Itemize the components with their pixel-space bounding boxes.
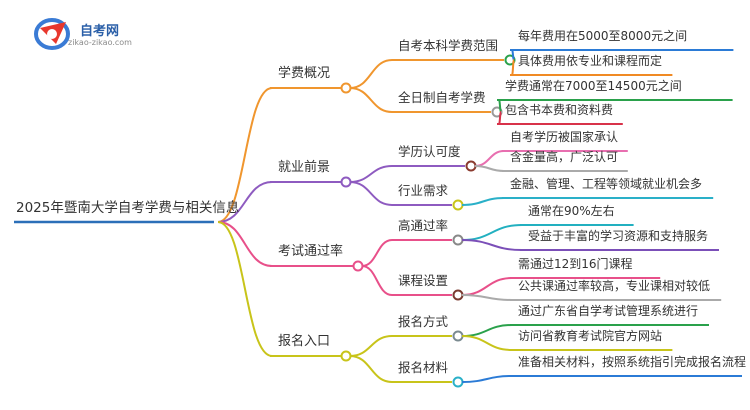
branch-connector — [217, 221, 273, 357]
leaf-connector — [461, 224, 523, 241]
subbranch-connector — [349, 355, 393, 383]
subtopic-2-2: 行业需求 — [398, 183, 449, 198]
leaf-1-1-1: 每年费用在5000至8000元之间 — [518, 29, 688, 43]
leaf-1-2-1: 学费通常在7000至14500元之间 — [505, 79, 682, 93]
branch-2-toggle[interactable] — [340, 176, 352, 188]
subtopic-4-2: 报名材料 — [398, 360, 449, 375]
leaf-2-2-1: 金融、管理、工程等领域就业机会多 — [510, 177, 703, 191]
root-topic: 2025年暨南大学自考学费与相关信息 — [16, 200, 240, 216]
branch-connector — [217, 87, 273, 223]
subtopic-3-1: 高通过率 — [398, 218, 449, 233]
subtopic-1-2-toggle[interactable] — [491, 106, 503, 118]
subbranch-connector — [349, 59, 393, 89]
subtopic-4-1-toggle[interactable] — [452, 330, 464, 342]
subbranch-connector — [349, 165, 393, 183]
subtopic-2-1: 学历认可度 — [398, 144, 461, 159]
subbranch-connector — [349, 181, 393, 206]
leaf-connector — [474, 150, 505, 167]
leaf-connector — [461, 375, 513, 383]
leaf-4-1-2: 访问省教育考试院官方网站 — [518, 329, 663, 343]
subtopic-3-2: 课程设置 — [398, 273, 449, 288]
subtopic-3-2-toggle[interactable] — [452, 289, 464, 301]
branch-3-label: 考试通过率 — [278, 244, 344, 259]
subbranch-connector — [361, 265, 393, 296]
leaf-connector — [461, 294, 513, 301]
branch-4-toggle[interactable] — [340, 350, 352, 362]
subtopic-4-1: 报名方式 — [398, 314, 449, 329]
subtopic-1-1-toggle[interactable] — [504, 54, 516, 66]
leaf-connector — [461, 197, 505, 206]
brand-name: 自考网 — [80, 24, 120, 39]
subbranch-connector — [349, 87, 393, 113]
subtopic-1-2: 全日制自考学费 — [398, 90, 486, 105]
leaf-2-1-2: 含金量高，广泛认可 — [510, 150, 619, 164]
subtopic-1-1: 自考本科学费范围 — [398, 38, 499, 53]
leaf-connector — [461, 277, 513, 296]
leaf-connector — [461, 324, 513, 337]
subtopic-2-2-toggle[interactable] — [452, 199, 464, 211]
branch-3-toggle[interactable] — [352, 260, 364, 272]
leaf-connector — [474, 165, 505, 172]
leaf-1-1-2: 具体费用依专业和课程而定 — [518, 54, 663, 68]
leaf-3-2-2: 公共课通过率较高，专业课相对较低 — [518, 279, 711, 293]
site-logo[interactable] — [30, 14, 150, 54]
leaf-4-2-1: 准备相关材料，按照系统指引完成报名流程 — [518, 355, 747, 369]
leaf-1-2-2: 包含书本费和资料费 — [505, 103, 614, 117]
leaf-3-2-1: 需通过12到16门课程 — [518, 257, 633, 271]
leaf-3-1-2: 受益于丰富的学习资源和支持服务 — [528, 229, 709, 243]
leaf-connector — [461, 335, 513, 351]
subtopic-2-1-toggle[interactable] — [465, 160, 477, 172]
branch-1-label: 学费概况 — [278, 66, 331, 81]
brand-url: zikao-zikao.com — [68, 38, 132, 47]
branch-4-label: 报名入口 — [278, 334, 331, 349]
leaf-4-1-1: 通过广东省自学考试管理系统进行 — [518, 304, 699, 318]
branch-connector — [217, 221, 273, 267]
leaf-connector — [461, 239, 523, 251]
leaf-3-1-1: 通常在90%左右 — [528, 204, 615, 218]
logo-icon — [34, 18, 70, 50]
branch-connector — [217, 181, 273, 223]
leaf-2-1-1: 自考学历被国家承认 — [510, 130, 619, 144]
subbranch-connector — [361, 239, 393, 267]
subbranch-connector — [349, 335, 393, 357]
subtopic-4-2-toggle[interactable] — [452, 376, 464, 388]
subtopic-3-1-toggle[interactable] — [452, 234, 464, 246]
branch-2-label: 就业前景 — [278, 160, 331, 175]
branch-1-toggle[interactable] — [340, 82, 352, 94]
